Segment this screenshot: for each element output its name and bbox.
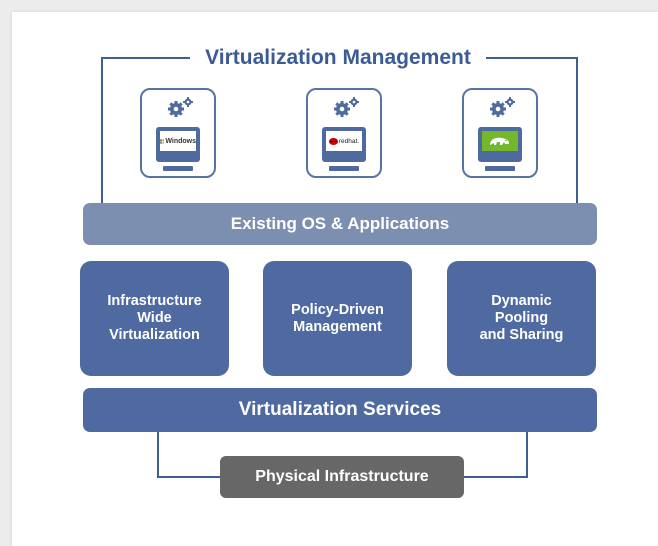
monitor-icon [478,127,522,162]
physical-bracket-left-bottom [157,476,221,478]
vm-card-windows: Windows [140,88,216,178]
monitor-stand [163,166,193,171]
monitor-icon: Windows [156,127,200,162]
physical-bracket-right-vertical [526,432,528,478]
suse-logo [482,131,518,151]
service-infrastructure-wide-virtualization: Infrastructure Wide Virtualization [80,261,229,376]
diagram-title: Virtualization Management [190,46,486,70]
management-bracket-right-top [486,57,578,59]
physical-infrastructure-layer: Physical Infrastructure [220,456,464,498]
physical-bracket-left-vertical [157,432,159,478]
virtualization-services-layer: Virtualization Services [83,388,597,432]
gears-icon [334,97,359,117]
gears-icon [168,97,193,117]
redhat-hat-icon [328,138,338,145]
management-bracket-left-top [101,57,191,59]
vm-card-redhat: redhat. [306,88,382,178]
service-dynamic-pooling-sharing: Dynamic Pooling and Sharing [447,261,596,376]
existing-os-layer: Existing OS & Applications [83,203,597,245]
windows-logo: Windows [160,131,196,151]
windows-logo-text: Windows [165,137,196,145]
redhat-logo: redhat. [326,131,362,151]
redhat-logo-text: redhat. [338,137,360,145]
monitor-icon: redhat. [322,127,366,162]
monitor-stand [485,166,515,171]
vm-card-suse [462,88,538,178]
monitor-stand [329,166,359,171]
windows-flag-icon [160,138,165,144]
service-policy-driven-management: Policy-Driven Management [263,261,412,376]
suse-chameleon-icon [490,137,509,145]
gears-icon [490,97,515,117]
physical-bracket-right-bottom [463,476,527,478]
management-bracket-left-vertical [101,57,103,203]
management-bracket-right-vertical [576,57,578,203]
